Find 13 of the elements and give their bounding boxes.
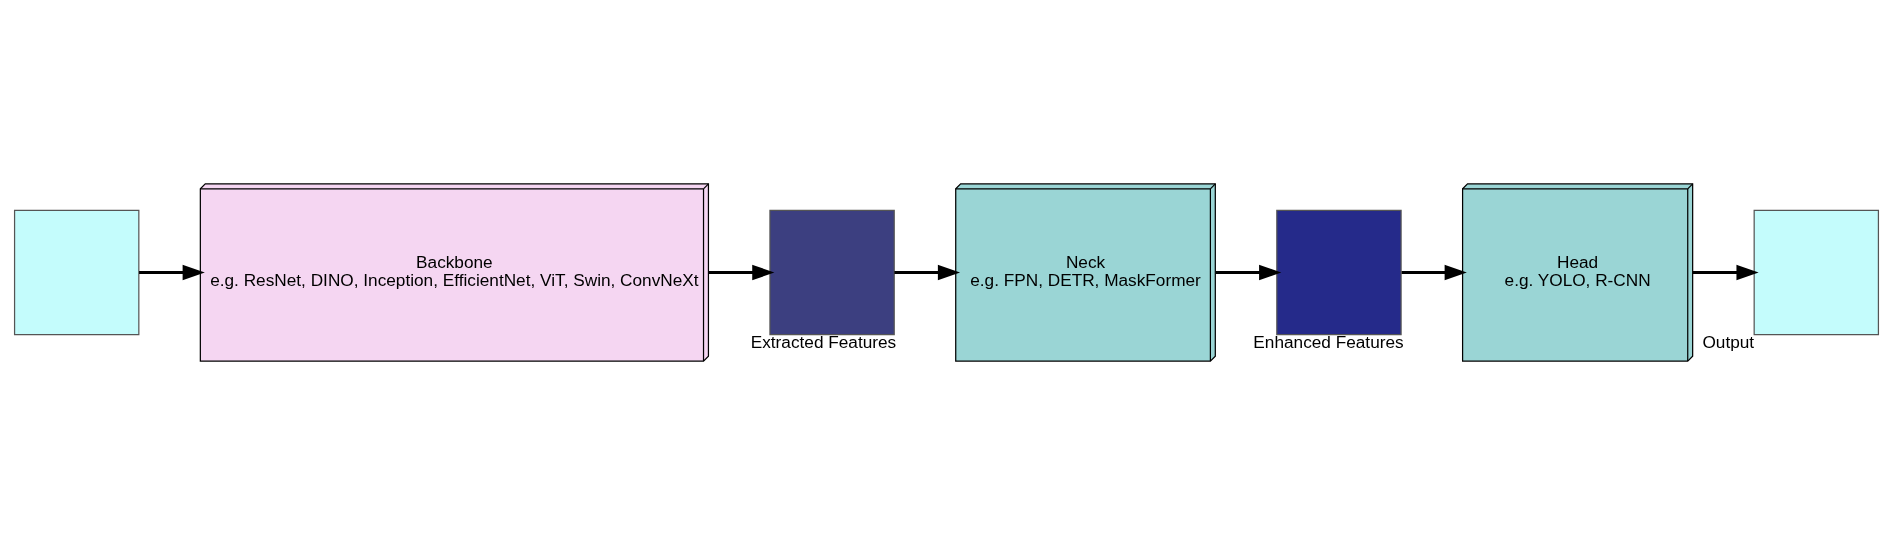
arrow [1401,264,1467,281]
node-label: Enhanced Features [1253,332,1404,353]
node-label: Extracted Features [750,332,897,353]
arrow [139,264,205,281]
node-box [1276,209,1402,336]
arrow [1692,264,1759,281]
node-box [769,209,895,336]
arrow [708,264,775,281]
arrow [894,264,961,281]
node-box [13,209,140,336]
node-label: Output [1702,332,1755,353]
node-box [1753,209,1880,336]
arrow [1215,264,1282,281]
